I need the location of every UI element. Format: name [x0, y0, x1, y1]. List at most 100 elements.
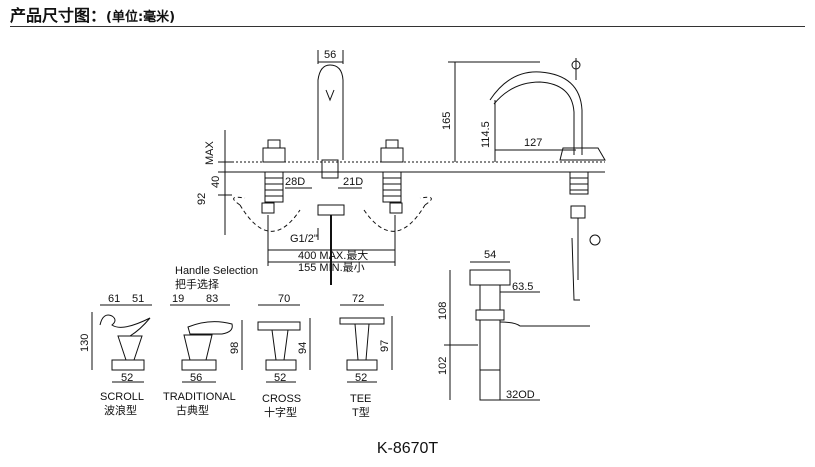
scroll-name-cn: 波浪型 — [104, 403, 137, 417]
handle-cross: 70 94 52 CROSS 十字型 — [257, 293, 311, 419]
dim-127-text: 127 — [524, 137, 542, 149]
cross-handle-arm — [257, 321, 301, 331]
dim-635-text: 63.5 — [512, 281, 533, 293]
drain-tailpiece — [479, 319, 501, 371]
dim-max-text: MAX — [204, 141, 216, 166]
traditional-base: 56 — [190, 372, 202, 384]
faucet-side-view: 165 114.5 127 — [441, 58, 606, 301]
spread-max-en: 400 MAX. — [298, 250, 346, 262]
scroll-height: 130 — [79, 334, 91, 352]
drain-flange — [469, 269, 511, 286]
dim-21d-text: 21D — [343, 176, 363, 188]
right-hose-end — [419, 196, 432, 206]
page-header: 产品尺寸图：(单位:毫米) — [10, 2, 175, 26]
side-fitting — [570, 205, 586, 219]
scroll-dim-right: 51 — [132, 293, 144, 305]
traditional-dim-right: 83 — [206, 293, 218, 305]
traditional-height: 98 — [229, 342, 241, 354]
header-rule — [10, 26, 805, 27]
handle-scroll: 61 51 130 52 SCROLL 波浪型 — [79, 293, 152, 417]
dim-spread-max-text: 400 MAX.最大 — [298, 248, 368, 262]
side-lift-rod — [571, 237, 580, 301]
left-valve-cap — [262, 147, 286, 163]
dim-spread-min-text: 155 MIN.最小 — [298, 261, 365, 274]
dim-40-text: 40 — [210, 176, 222, 188]
header-title: 产品尺寸图 — [10, 6, 91, 25]
dim-165-text: 165 — [441, 112, 453, 130]
dim-102-text: 102 — [437, 357, 449, 375]
spread-min-en: 155 MIN. — [298, 262, 343, 274]
cross-handle-base — [265, 359, 297, 371]
header-colon: ： — [90, 6, 107, 25]
handle-selection-label: Handle Selection — [175, 265, 258, 277]
header-unit: (单位:毫米) — [106, 10, 176, 25]
cross-handle-body — [271, 329, 289, 361]
spout-body — [317, 64, 344, 160]
dim-1145-text: 114.5 — [480, 121, 492, 148]
right-valve-cap — [380, 147, 404, 163]
dim-54-text: 54 — [484, 249, 496, 261]
side-valve-thread — [570, 177, 588, 191]
drain-pipe — [479, 369, 501, 401]
left-valve-body — [264, 171, 284, 203]
drain-assembly: 54 63.5 108 102 32OD — [437, 249, 590, 401]
dim-108-text: 108 — [437, 302, 449, 320]
dim-32od-text: 32OD — [506, 389, 535, 401]
side-spout-inner — [493, 81, 575, 155]
faucet-front-view: 56 MAX 40 92 28D 21D G1/2" 400 MAX.最大 15… — [196, 49, 605, 285]
handle-selection-label-cn: 把手选择 — [175, 277, 219, 291]
right-valve-body — [382, 171, 402, 203]
model-number: K-8670T — [376, 440, 439, 457]
tee-handle-arm — [339, 317, 385, 325]
left-hose — [239, 204, 301, 232]
cross-name-cn: 十字型 — [264, 405, 297, 419]
traditional-name-cn: 古典型 — [176, 403, 209, 417]
cross-base: 52 — [274, 372, 286, 384]
dim-g12-text: G1/2" — [290, 233, 318, 245]
dim-28d-text: 28D — [285, 176, 305, 188]
cross-name: CROSS — [262, 393, 301, 405]
tee-name: TEE — [350, 393, 371, 405]
right-fitting — [389, 202, 403, 214]
tee-dim-top: 72 — [352, 293, 364, 305]
side-lift-knob — [571, 60, 581, 70]
drain-body — [479, 284, 501, 311]
traditional-handle-base — [181, 359, 217, 371]
side-valve-body — [569, 171, 589, 195]
tee-height: 97 — [379, 340, 391, 352]
right-valve-thread — [383, 177, 401, 197]
side-base — [559, 147, 606, 161]
left-hose-end — [233, 196, 246, 206]
cross-height: 94 — [297, 342, 309, 354]
scroll-name: SCROLL — [100, 391, 144, 403]
tee-handle-body — [354, 323, 370, 361]
scroll-handle-lever — [99, 314, 151, 337]
handle-traditional: 19 83 98 56 TRADITIONAL 古典型 — [163, 293, 243, 417]
traditional-dim-left: 19 — [172, 293, 184, 305]
scroll-base: 52 — [121, 372, 133, 384]
left-valve-thread — [265, 177, 283, 197]
handle-tee: 72 97 52 TEE T型 — [339, 293, 393, 419]
tee-base: 52 — [355, 372, 367, 384]
spout-shank — [321, 159, 339, 179]
left-fitting — [261, 202, 275, 214]
scroll-handle-body — [117, 335, 143, 361]
spread-min-cn: 最小 — [343, 261, 365, 274]
dim-56-text: 56 — [324, 49, 336, 61]
drain-lift-rod — [499, 321, 590, 327]
left-valve-stem — [267, 139, 281, 149]
side-knob — [589, 234, 601, 246]
dim-92-text: 92 — [196, 193, 208, 205]
tee-fitting — [317, 204, 345, 216]
tee-handle-base — [346, 359, 378, 371]
traditional-handle-body — [183, 334, 213, 361]
side-spout-outer — [489, 71, 583, 155]
scroll-dim-left: 61 — [108, 293, 120, 305]
tee-name-cn: T型 — [352, 405, 370, 419]
scroll-handle-base — [111, 359, 145, 371]
traditional-name: TRADITIONAL — [163, 391, 236, 403]
spout-aerator — [325, 89, 335, 102]
spread-max-cn: 最大 — [346, 248, 368, 262]
traditional-handle-lever — [187, 321, 233, 335]
